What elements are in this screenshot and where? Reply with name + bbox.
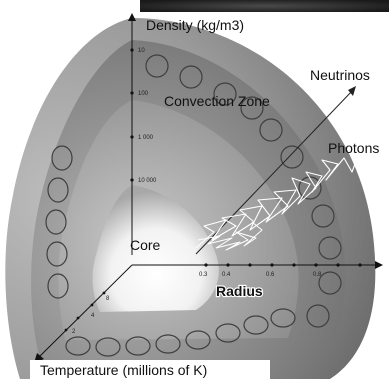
background-photo-strip bbox=[140, 0, 389, 12]
radius-tick-label: 0.3 bbox=[199, 272, 208, 278]
density-tick-label: 10 bbox=[138, 48, 145, 54]
convection-zone-label: Convection Zone bbox=[164, 93, 270, 109]
neutrinos-label: Neutrinos bbox=[310, 67, 370, 83]
photons-label: Photons bbox=[328, 140, 379, 156]
density-axis-label: Density (kg/m3) bbox=[146, 17, 244, 33]
radius-tick-label: 0.4 bbox=[222, 272, 231, 278]
radius-axis-arrow bbox=[375, 261, 383, 269]
density-tick-label: 100 bbox=[138, 91, 149, 97]
radius-tick-label: 0.8 bbox=[313, 272, 322, 278]
core-label: Core bbox=[130, 237, 161, 253]
density-axis-arrow bbox=[128, 13, 136, 21]
temperature-axis-label: Temperature (millions of K) bbox=[40, 362, 207, 378]
radius-axis-label: Radius bbox=[216, 283, 263, 299]
radius-tick-label: 0.6 bbox=[266, 272, 275, 278]
density-tick-label: 1 000 bbox=[138, 135, 154, 141]
density-tick-label: 10 000 bbox=[138, 178, 157, 184]
